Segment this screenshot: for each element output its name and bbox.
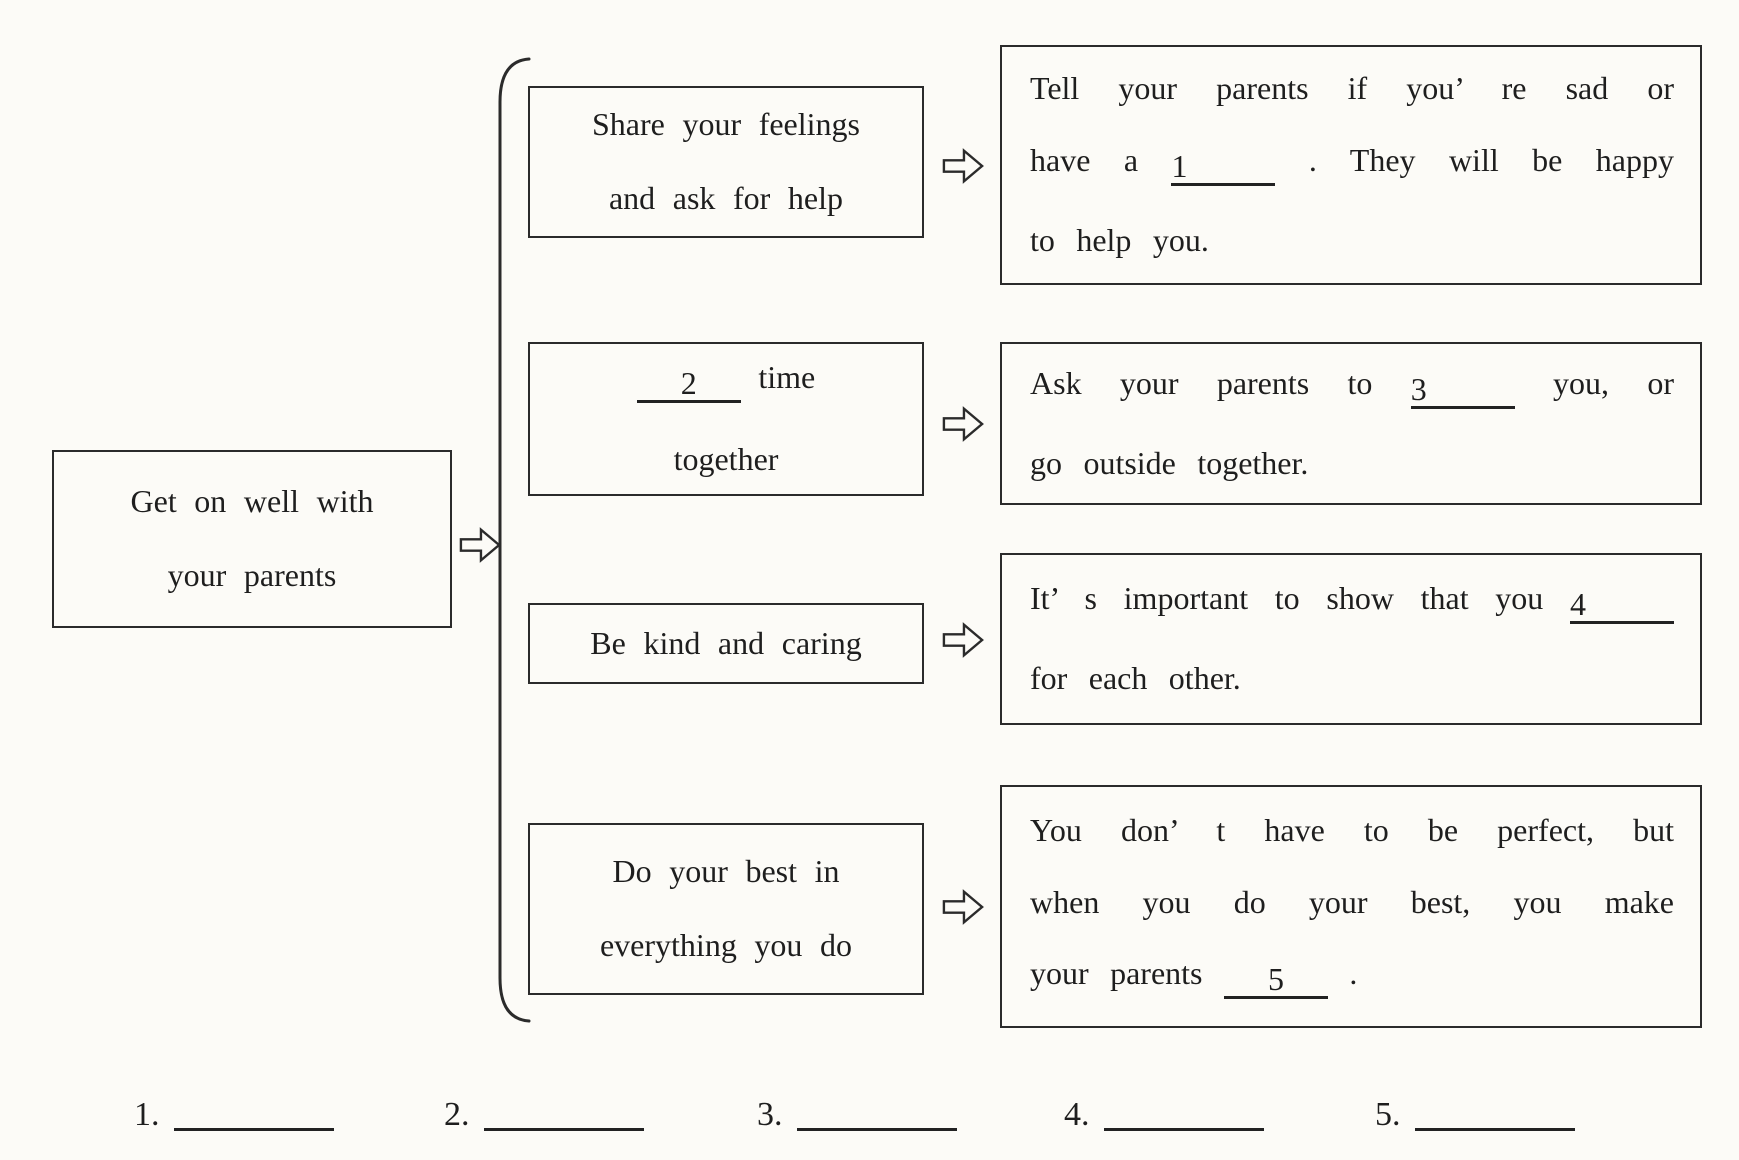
answer-number: 2.	[444, 1096, 470, 1133]
answer-blank-line	[173, 1124, 334, 1131]
text-line: go outside together.	[1030, 444, 1309, 481]
answer-blank-line	[1103, 1124, 1264, 1131]
branch-label-box-2: 2 time together	[528, 342, 924, 496]
branch-detail-box-4: You don’ t have to be perfect, but when y…	[1000, 785, 1702, 1028]
text-line: everything you do	[599, 927, 853, 963]
text-line: 2 time	[540, 360, 912, 404]
blank-3: 3	[1410, 373, 1515, 409]
text-line: for each other.	[1030, 660, 1241, 697]
text-line: It’ s important to show that you 4	[1030, 581, 1674, 625]
text-line: have a 1 . They will be happy	[1030, 142, 1674, 186]
answer-number: 4.	[1064, 1096, 1090, 1133]
answer-blank-line	[483, 1124, 644, 1131]
answer-blank-line	[1414, 1124, 1575, 1131]
branch-label-box-3: Be kind and caring	[528, 603, 924, 684]
root-right-arrow-icon	[459, 527, 501, 563]
branch-label-box-1: Share your feelings and ask for help	[528, 86, 924, 238]
branch-detail-box-2: Ask your parents to 3 you, or go outside …	[1000, 342, 1702, 505]
text-line: to help you.	[1030, 222, 1209, 258]
answer-item-2: 2.	[444, 1096, 644, 1134]
answer-item-5: 5.	[1375, 1096, 1575, 1134]
text-line: You don’ t have to be perfect, but	[1030, 811, 1674, 848]
answer-item-4: 4.	[1064, 1096, 1264, 1134]
branch-label-box-4: Do your best in everything you do	[528, 823, 924, 995]
branch-detail-box-1: Tell your parents if you’ re sad or have …	[1000, 45, 1702, 285]
answer-item-3: 3.	[757, 1096, 957, 1134]
text-line: your parents	[167, 557, 337, 593]
answer-number: 3.	[757, 1096, 783, 1133]
right-arrow-icon	[942, 889, 984, 925]
blank-2: 2	[636, 367, 741, 404]
text-line: Ask your parents to 3 you, or	[1030, 364, 1674, 409]
right-arrow-icon	[942, 148, 984, 184]
answer-item-1: 1.	[134, 1096, 334, 1134]
blank-4: 4	[1570, 588, 1674, 625]
right-arrow-icon	[942, 622, 984, 658]
text-line: Get on well with	[130, 483, 374, 520]
right-arrow-icon	[942, 406, 984, 442]
answer-number: 5.	[1375, 1096, 1401, 1133]
grouping-bracket	[498, 57, 531, 1023]
root-topic-box: Get on well with your parents	[52, 450, 452, 628]
blank-1: 1	[1171, 150, 1276, 186]
text-line: your parents 5 .	[1030, 955, 1358, 1000]
text-line: Do your best in	[612, 853, 840, 890]
blank-5: 5	[1223, 963, 1328, 1000]
answer-blank-line	[796, 1124, 957, 1131]
text-line: Tell your parents if you’ re sad or	[1030, 70, 1674, 107]
text-line: Share your feelings	[591, 106, 860, 143]
text-line: when you do your best, you make	[1030, 883, 1674, 920]
branch-detail-box-3: It’ s important to show that you 4 for ea…	[1000, 553, 1702, 725]
text-line: and ask for help	[608, 180, 844, 216]
answer-number: 1.	[134, 1096, 160, 1133]
text-line: Be kind and caring	[590, 624, 862, 661]
text-line: together	[673, 441, 779, 478]
